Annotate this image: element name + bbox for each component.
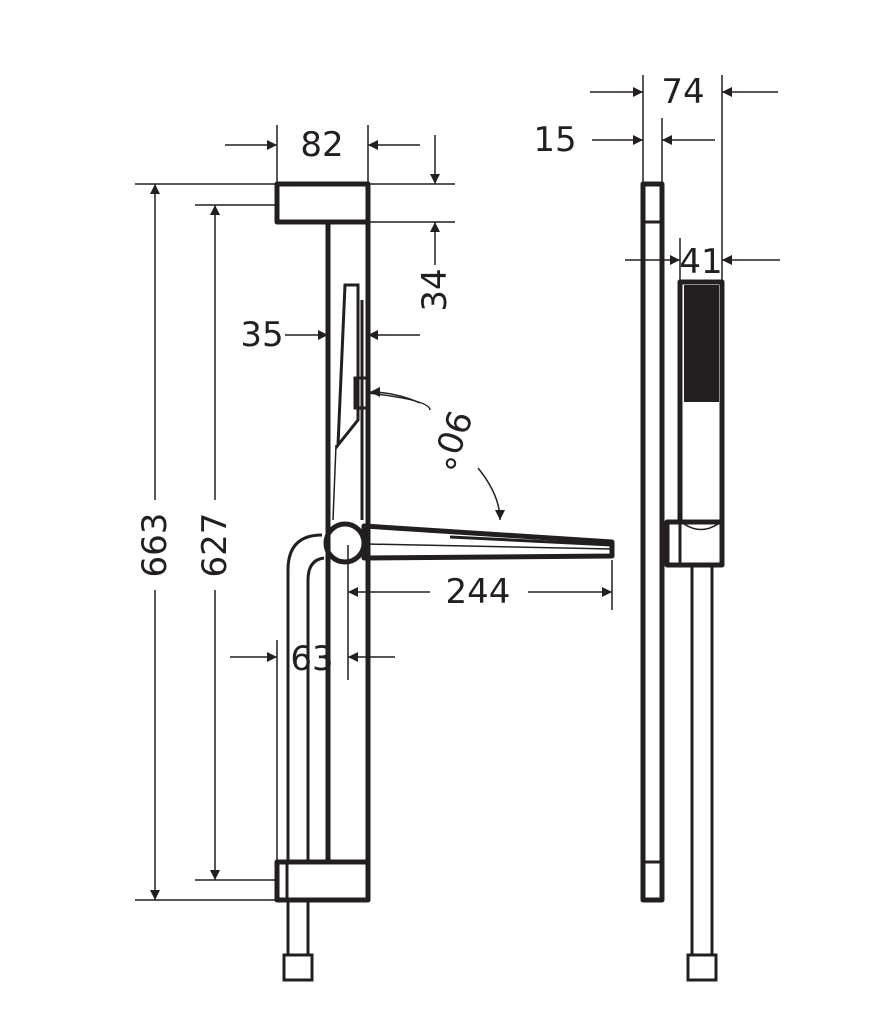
side-view: 74 15 41 — [533, 72, 780, 982]
side-rail — [640, 181, 665, 903]
hose — [286, 533, 323, 862]
front-view: 90° 82 34 35 663 627 244 — [135, 125, 615, 982]
dim-hose-offset: 63 — [290, 639, 333, 679]
dim-handshower-width: 41 — [679, 242, 722, 282]
dim-top-block-height: 34 — [415, 268, 455, 311]
dim-overall-depth: 74 — [661, 72, 704, 112]
slider-knob — [323, 521, 367, 565]
shower-arm — [361, 523, 615, 561]
side-hose-connector — [686, 953, 718, 982]
spray-face — [684, 285, 719, 402]
top-wall-bracket — [274, 181, 371, 225]
shower-holder — [336, 283, 360, 450]
dim-top-block-width: 82 — [300, 125, 343, 165]
dim-overall-height: 663 — [135, 513, 175, 578]
bottom-wall-bracket — [274, 859, 371, 903]
dim-rail-width: 35 — [240, 315, 283, 355]
handshower-holder — [664, 519, 725, 568]
dim-arm-angle: 90° — [421, 405, 479, 475]
dim-rail-height: 627 — [195, 513, 235, 578]
hose-connector — [282, 953, 314, 982]
dim-rail-depth: 15 — [533, 120, 576, 160]
dim-arm-length: 244 — [446, 572, 511, 612]
